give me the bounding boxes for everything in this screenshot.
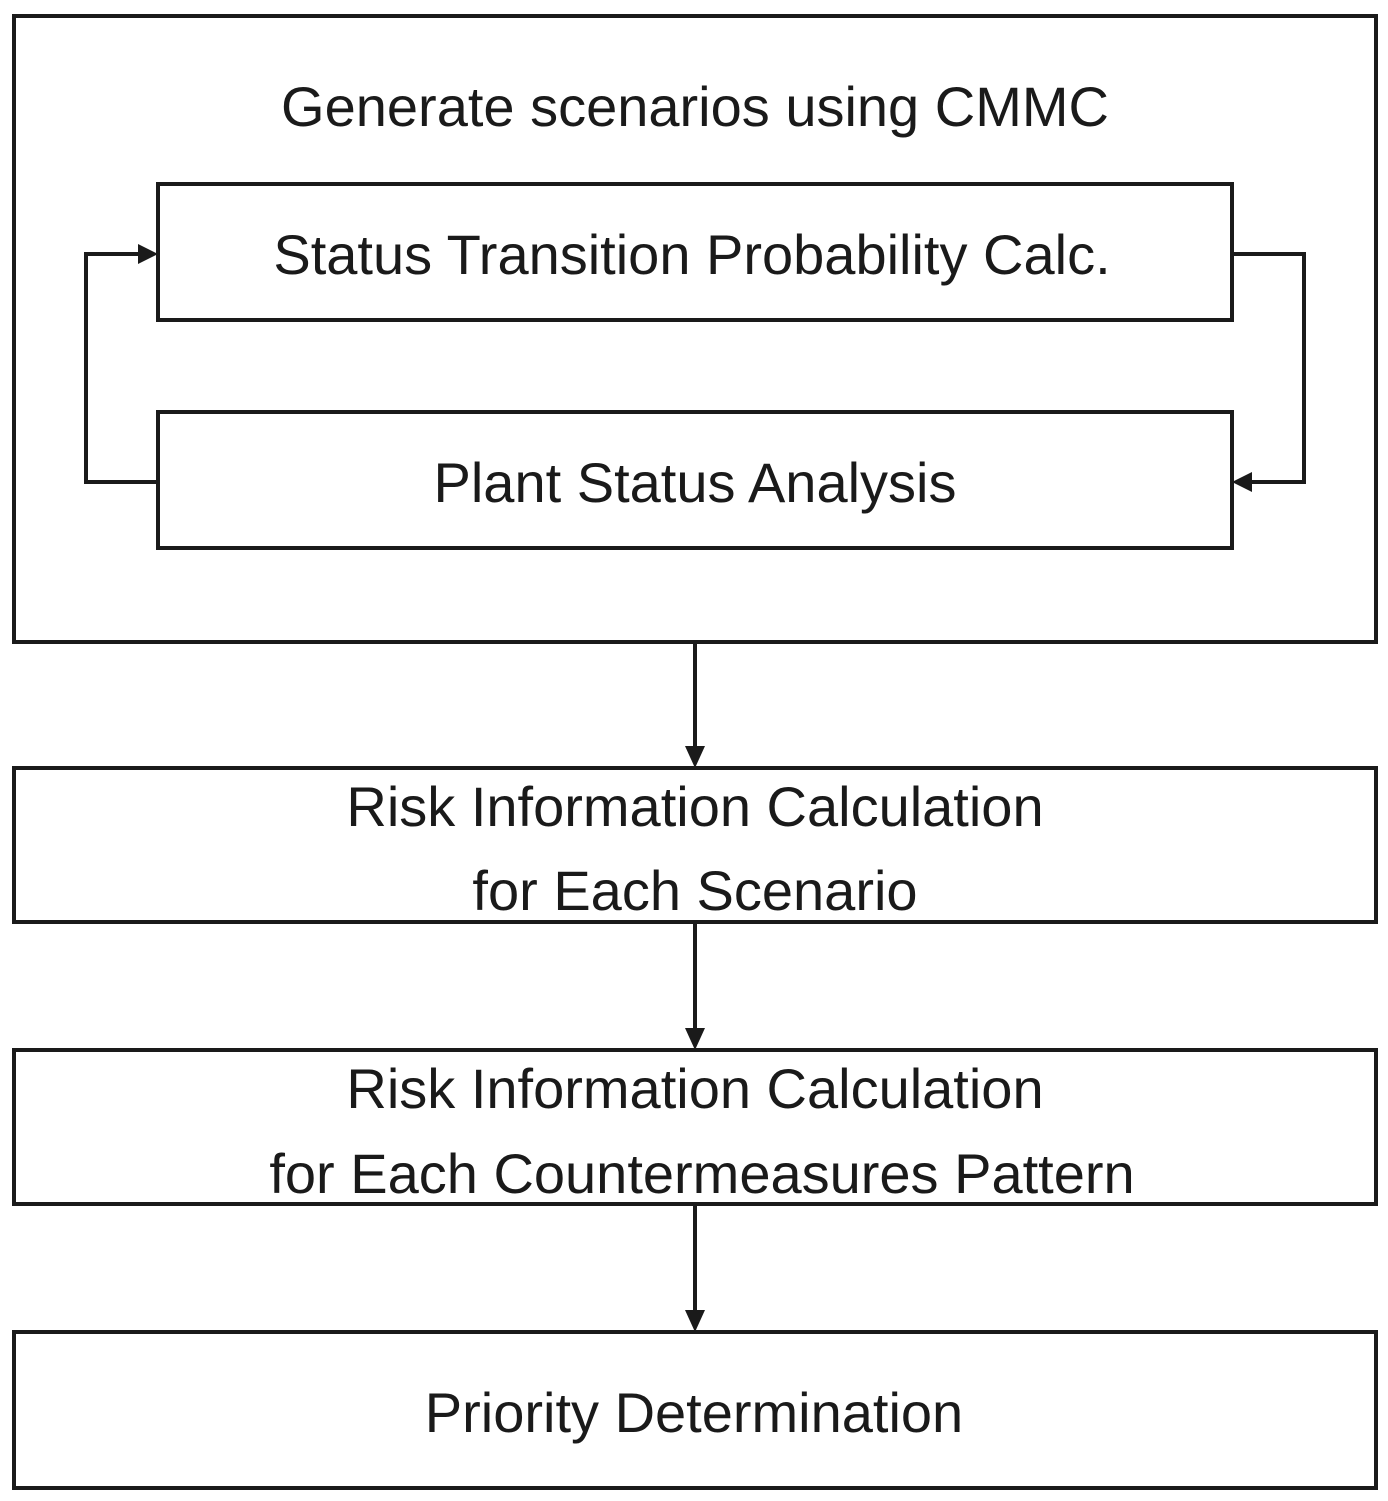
risk-scenario-box bbox=[12, 766, 1378, 924]
loop-arrow-right bbox=[1232, 252, 1306, 484]
priority-box bbox=[12, 1330, 1378, 1490]
status-transition-box bbox=[156, 182, 1234, 322]
risk-pattern-box bbox=[12, 1048, 1378, 1206]
plant-status-box bbox=[156, 410, 1234, 550]
plant-status-label: Plant Status Analysis bbox=[434, 451, 957, 514]
loop-arrow-left bbox=[84, 252, 158, 484]
status-transition-label: Status Transition Probability Calc. bbox=[273, 223, 1110, 286]
arrow-2-head bbox=[685, 1028, 705, 1050]
loop-arrow-right-head bbox=[1232, 472, 1252, 492]
risk-pattern-line1: Risk Information Calculation bbox=[346, 1057, 1043, 1120]
risk-scenario-line1: Risk Information Calculation bbox=[346, 775, 1043, 838]
arrow-1-head bbox=[685, 746, 705, 768]
risk-scenario-line2: for Each Scenario bbox=[472, 859, 917, 922]
arrow-3-head bbox=[685, 1310, 705, 1332]
loop-arrow-left-head bbox=[138, 244, 158, 264]
priority-label: Priority Determination bbox=[425, 1381, 963, 1444]
risk-pattern-line2: for Each Countermeasures Pattern bbox=[269, 1142, 1134, 1205]
cmmc-title: Generate scenarios using CMMC bbox=[281, 75, 1109, 138]
